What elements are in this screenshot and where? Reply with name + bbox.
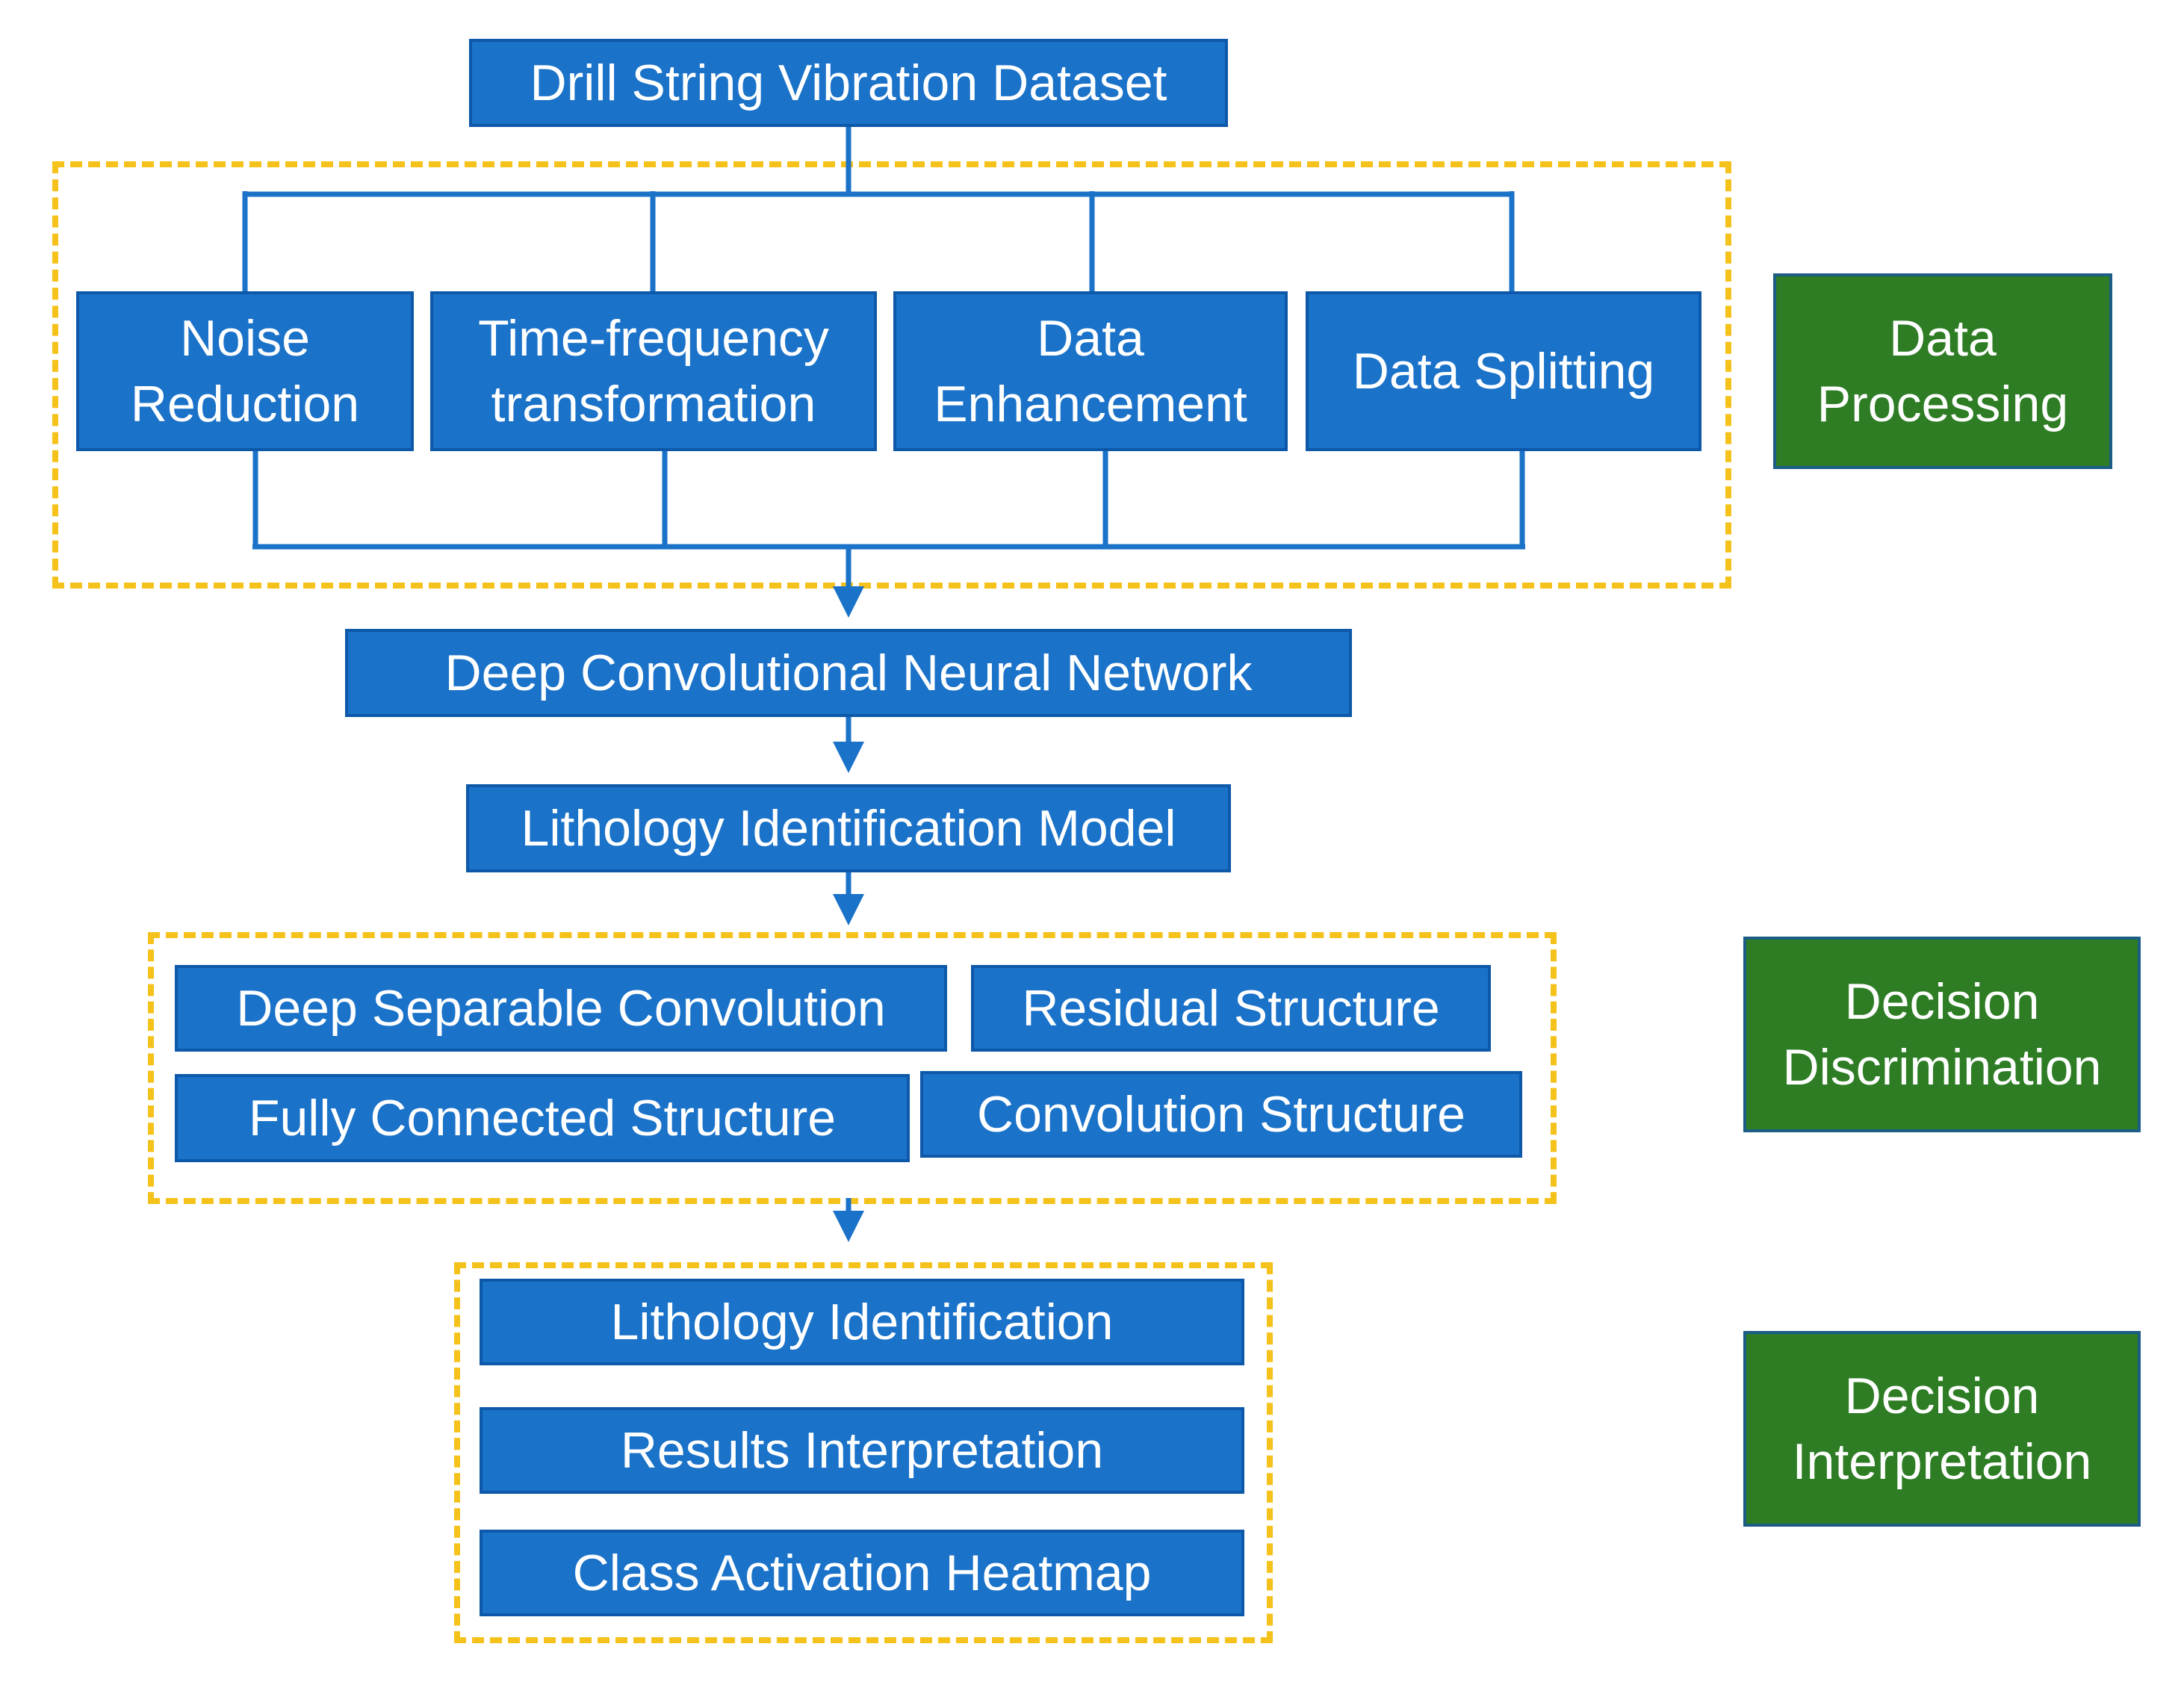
time-frequency-transformation-node: Time-frequency transformation xyxy=(430,291,877,451)
data-processing-stage-label: Data Processing xyxy=(1773,273,2112,469)
convolution-structure-node: Convolution Structure xyxy=(920,1071,1522,1158)
deep-separable-convolution-node: Deep Separable Convolution xyxy=(175,965,947,1052)
results-interpretation-node: Results Interpretation xyxy=(480,1407,1244,1494)
residual-structure-node: Residual Structure xyxy=(971,965,1491,1052)
lithology-identification-model-node: Lithology Identification Model xyxy=(466,784,1231,872)
deep-convolutional-neural-network-node: Deep Convolutional Neural Network xyxy=(345,629,1352,717)
data-processing-group xyxy=(52,161,1731,589)
decision-discrimination-stage-label: Decision Discrimination xyxy=(1743,937,2141,1132)
decision-interpretation-stage-label: Decision Interpretation xyxy=(1743,1331,2141,1527)
decision-discrimination-group xyxy=(148,932,1557,1204)
fully-connected-structure-node: Fully Connected Structure xyxy=(175,1074,910,1162)
class-activation-heatmap-node: Class Activation Heatmap xyxy=(480,1530,1244,1616)
data-splitting-node: Data Splitting xyxy=(1306,291,1701,451)
noise-reduction-node: Noise Reduction xyxy=(76,291,414,451)
drill-string-vibration-dataset-node: Drill String Vibration Dataset xyxy=(469,39,1228,127)
decision-interpretation-group xyxy=(454,1262,1273,1643)
data-enhancement-node: Data Enhancement xyxy=(893,291,1288,451)
lithology-identification-node: Lithology Identification xyxy=(480,1279,1244,1365)
